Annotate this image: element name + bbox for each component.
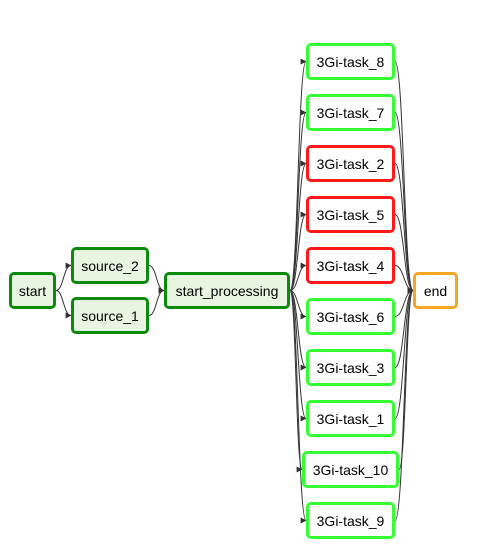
node-label: 3Gi-task_9 xyxy=(316,512,385,529)
node-task-6[interactable]: 3Gi-task_6 xyxy=(306,298,395,335)
node-label: 3Gi-task_2 xyxy=(316,155,385,172)
edge-task_1-to-end xyxy=(394,287,414,419)
node-label: source_2 xyxy=(81,257,139,274)
node-label: start xyxy=(18,282,47,299)
edge-task_7-to-end xyxy=(394,112,414,294)
node-label: 3Gi-task_6 xyxy=(316,308,385,325)
edge-start_processing-to-task_7 xyxy=(289,109,307,291)
edge-source_1-to-start_processing xyxy=(148,287,165,316)
node-label: end xyxy=(423,282,448,299)
edge-start-to-source_1 xyxy=(55,290,72,319)
node-task-5[interactable]: 3Gi-task_5 xyxy=(306,196,395,233)
edge-start_processing-to-task_1 xyxy=(289,290,307,422)
node-label: source_1 xyxy=(81,307,139,324)
node-label: 3Gi-task_8 xyxy=(316,53,385,70)
edge-start_processing-to-task_3 xyxy=(289,290,307,371)
node-label: 3Gi-task_10 xyxy=(312,461,389,478)
node-label: start_processing xyxy=(175,282,279,299)
node-task-9[interactable]: 3Gi-task_9 xyxy=(306,502,395,539)
node-task-1[interactable]: 3Gi-task_1 xyxy=(306,400,395,437)
edge-task_2-to-end xyxy=(394,163,414,294)
edge-start_processing-to-task_4 xyxy=(289,262,307,291)
node-task-2[interactable]: 3Gi-task_2 xyxy=(306,145,395,182)
node-label: 3Gi-task_1 xyxy=(316,410,385,427)
node-start[interactable]: start xyxy=(9,272,56,309)
node-source-1[interactable]: source_1 xyxy=(71,297,149,334)
edge-start_processing-to-task_5 xyxy=(289,211,307,291)
node-label: 3Gi-task_7 xyxy=(316,104,385,121)
node-task-7[interactable]: 3Gi-task_7 xyxy=(306,94,395,131)
edge-task_10-to-end xyxy=(398,287,414,470)
node-task-10[interactable]: 3Gi-task_10 xyxy=(302,451,399,488)
edge-task_9-to-end xyxy=(394,287,414,521)
node-label: 3Gi-task_5 xyxy=(316,206,385,223)
node-end[interactable]: end xyxy=(413,272,458,309)
node-task-4[interactable]: 3Gi-task_4 xyxy=(306,247,395,284)
node-start-processing[interactable]: start_processing xyxy=(164,272,290,309)
edge-start-to-source_2 xyxy=(55,262,72,291)
edge-source_2-to-start_processing xyxy=(148,265,165,294)
edge-start_processing-to-task_2 xyxy=(289,160,307,291)
edge-start_processing-to-task_9 xyxy=(289,290,307,524)
node-label: 3Gi-task_4 xyxy=(316,257,385,274)
node-source-2[interactable]: source_2 xyxy=(71,247,149,284)
node-task-8[interactable]: 3Gi-task_8 xyxy=(306,43,395,80)
node-label: 3Gi-task_3 xyxy=(316,359,385,376)
node-task-3[interactable]: 3Gi-task_3 xyxy=(306,349,395,386)
